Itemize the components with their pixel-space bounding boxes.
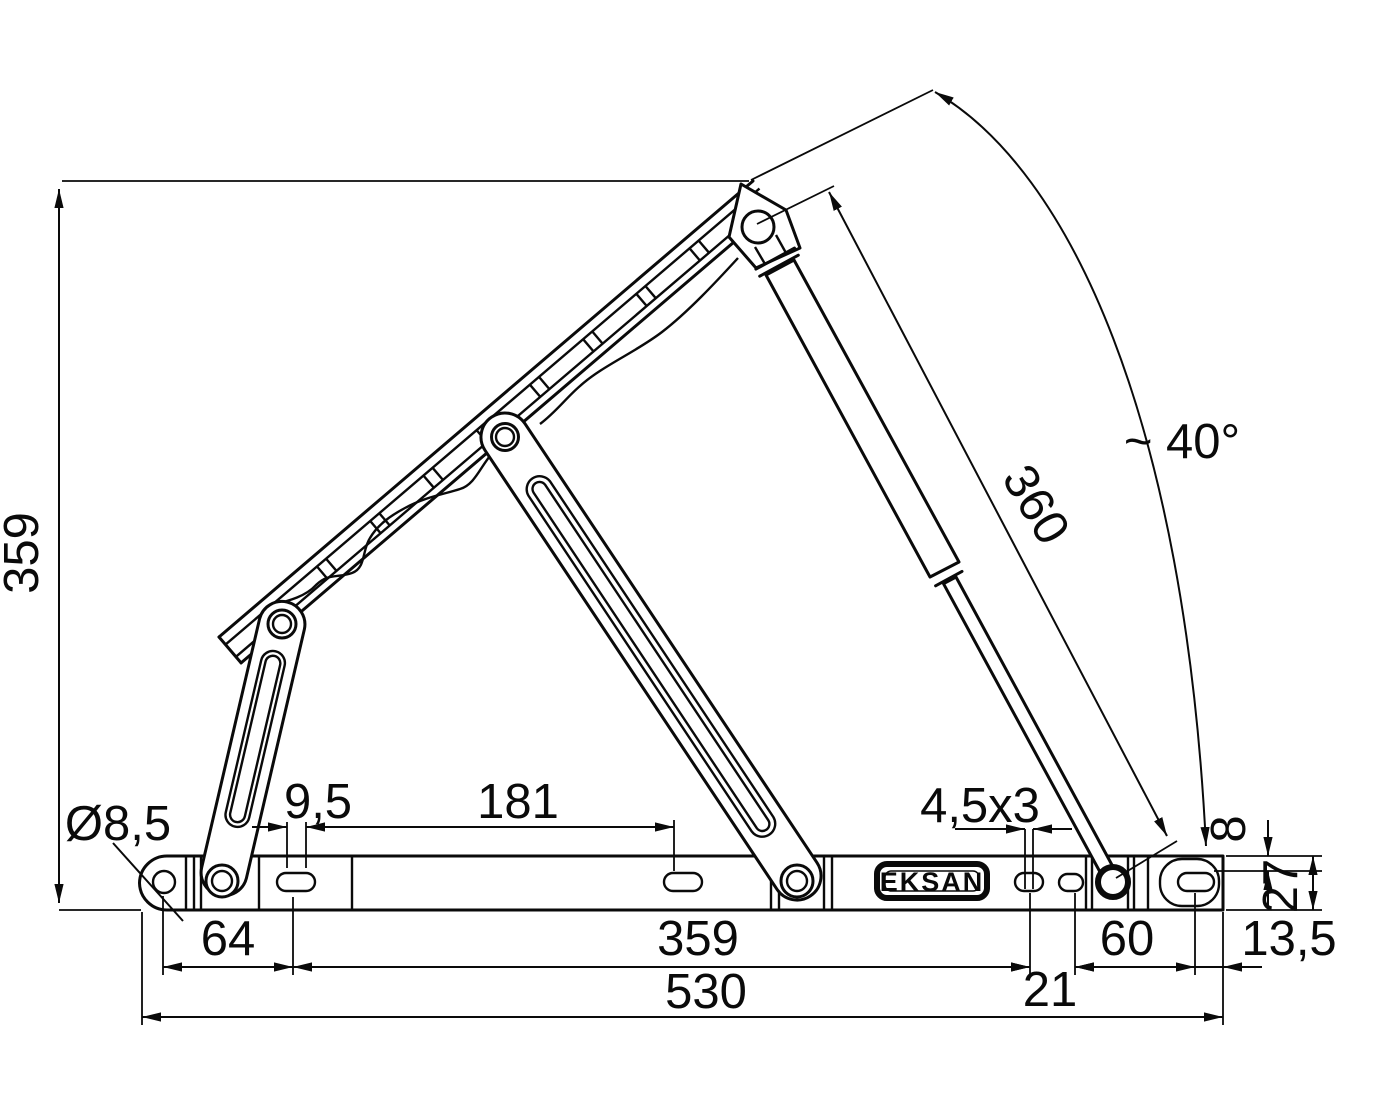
middle-lift-arm xyxy=(479,411,823,902)
dim-overall-height: 359 xyxy=(0,180,749,911)
dim-overall-length-label: 530 xyxy=(665,965,747,1019)
dim-row-2: 530 xyxy=(141,912,1223,1025)
dim-right-side: 8 27 xyxy=(1202,815,1322,913)
front-hole xyxy=(151,869,177,895)
gas-spring-top-eye xyxy=(740,209,776,245)
dim-slot-distance-label: 181 xyxy=(477,775,559,829)
rear-slot-hole xyxy=(1176,871,1216,893)
brand-logo-text: EKSAN xyxy=(880,867,985,897)
flap-mounting-bracket xyxy=(265,257,739,609)
dim-gas-spring-length: 360 xyxy=(756,185,1178,879)
dim-overall-height-label: 359 xyxy=(0,512,49,594)
gas-spring-lower-mount xyxy=(1095,864,1131,900)
base-rail: EKSAN xyxy=(138,854,1225,912)
rear-end-plate xyxy=(1158,857,1221,908)
dim-opening-angle-label: ~ 40° xyxy=(1124,415,1240,469)
brand-badge: EKSAN xyxy=(874,861,990,901)
dim-screw-holes: 4,5x3 xyxy=(920,779,1072,889)
dim-front-hole-diameter-label: Ø8,5 xyxy=(65,797,171,851)
dim-row-1: 64 359 21 60 13,5 xyxy=(162,893,1337,1025)
front-slot-hole xyxy=(275,871,317,893)
dimension-layer: 359 ~ 40° 360 Ø8,5 9,5 xyxy=(0,89,1337,1025)
dim-screw-hole-spec-label: 4,5x3 xyxy=(920,779,1040,833)
dim-front-offset-label: 64 xyxy=(201,912,256,966)
middle-slot-hole xyxy=(662,871,704,893)
flap-slat-ticks xyxy=(315,239,711,580)
dim-slot-row: 9,5 181 xyxy=(252,775,675,871)
dim-slot-edge-offset-label: 8 xyxy=(1202,815,1256,842)
dim-front-hole-diameter: Ø8,5 xyxy=(65,797,184,922)
screw-hole-2 xyxy=(1057,872,1085,893)
dim-rear-end-offset-label: 13,5 xyxy=(1241,912,1336,966)
dim-screw-pitch-label: 21 xyxy=(1023,963,1078,1017)
dim-front-slot-pitch-label: 9,5 xyxy=(284,775,352,829)
front-lift-arm xyxy=(199,599,307,898)
gas-spring-cylinder xyxy=(764,258,961,579)
dim-rear-span-label: 60 xyxy=(1100,912,1155,966)
rail-pivots xyxy=(204,863,815,899)
screw-hole-1 xyxy=(1013,871,1045,893)
dim-rail-height-label: 27 xyxy=(1254,859,1308,914)
dim-gas-spring-length-label: 360 xyxy=(992,456,1080,554)
dim-slot-span-label: 359 xyxy=(657,912,739,966)
